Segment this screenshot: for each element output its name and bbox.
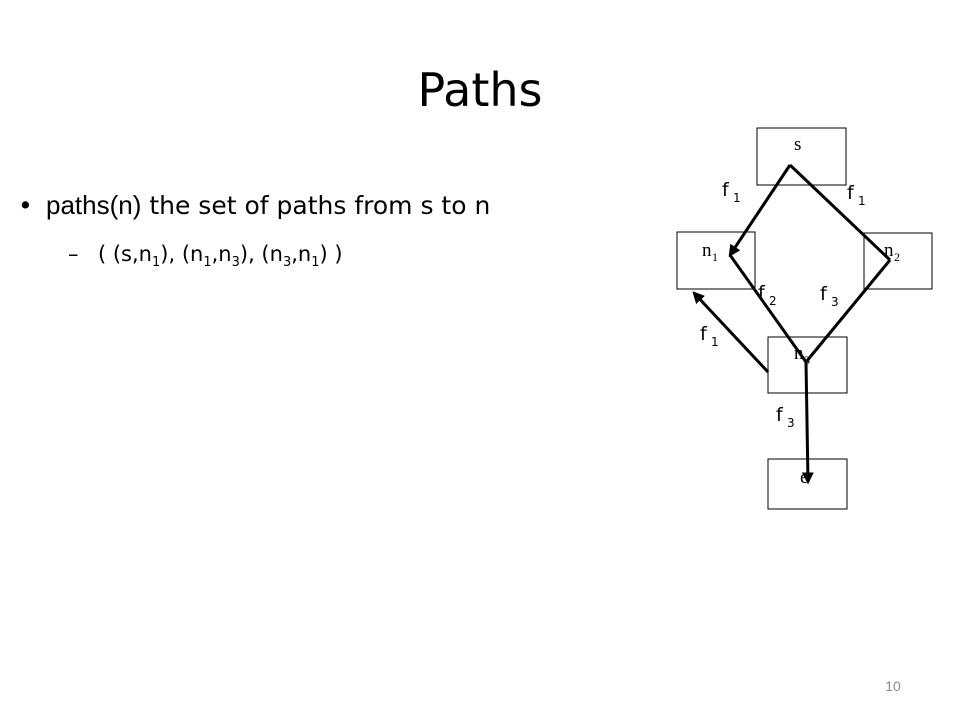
path-subscript: 1 — [152, 255, 161, 270]
slide-title: Paths — [417, 63, 543, 117]
node-n1-subscript: 1 — [712, 250, 718, 264]
path-subscript: 1 — [203, 255, 212, 270]
node-n1-label: n — [702, 240, 712, 261]
sub-bullet-dash: – — [68, 242, 79, 266]
edge-n1-n3-label: f — [758, 282, 766, 304]
edge-n3-e — [801, 361, 814, 485]
edge-n3-n1-subscript: 1 — [711, 335, 719, 349]
page-number: 10 — [885, 678, 901, 694]
path-subscript: 3 — [231, 255, 240, 270]
path-subscript: 3 — [282, 255, 292, 270]
edge-n1-n3-subscript: 2 — [769, 294, 777, 308]
path-text: ), (n — [239, 242, 283, 266]
edge-n3-n1-label: f — [700, 323, 708, 345]
path-text: ), (n — [160, 242, 204, 266]
path-subscript: 1 — [311, 255, 320, 270]
path-text: ) ) — [319, 242, 343, 266]
edge-s-n2 — [788, 163, 892, 262]
edge-s-n2-subscript: 1 — [858, 194, 866, 208]
bullet-text: the set of paths from s to n — [141, 191, 491, 220]
edge-n3-n1 — [692, 291, 770, 374]
edge-n3-e-label: f — [776, 404, 784, 426]
path-text: ,n — [291, 242, 312, 266]
edge-n2-n3-subscript: 3 — [831, 295, 839, 309]
node-n3-subscript: 3 — [804, 353, 810, 367]
node-s-label: s — [794, 134, 801, 155]
path-text: ,n — [211, 242, 232, 266]
edge-n2-n3 — [804, 259, 892, 363]
sub-bullet-item: –( (s,n1), (n1,n3), (n3,n1) ) — [68, 239, 343, 269]
edge-s-n2-label: f — [847, 182, 855, 204]
node-n3-label: n — [794, 343, 804, 364]
node-e-label: e — [800, 467, 808, 488]
edge-n3-e-subscript: 3 — [787, 416, 795, 430]
node-n2-subscript: 2 — [894, 250, 900, 264]
node-n1 — [676, 231, 756, 290]
bullet-item: • paths(n) the set of paths from s to n — [18, 188, 490, 223]
edge-s-n1 — [728, 164, 792, 257]
bullet-dot: • — [18, 191, 33, 220]
edge-n2-n3-label: f — [820, 283, 828, 305]
bullet-term: paths(n) — [46, 190, 142, 220]
node-n2-label: n — [884, 240, 894, 261]
edge-s-n1-subscript: 1 — [733, 191, 741, 205]
edge-s-n1-label: f — [722, 179, 730, 201]
edge-n1-n3 — [728, 254, 808, 363]
path-text: ( (s,n — [98, 242, 152, 266]
